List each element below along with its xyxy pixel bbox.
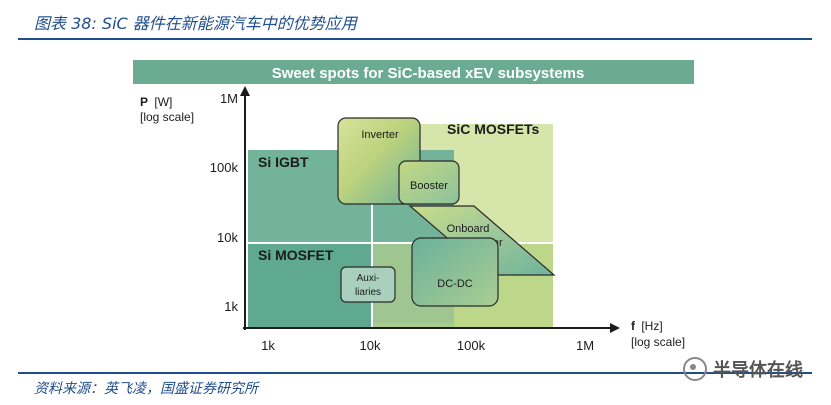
- y-axis-scale-label: [log scale]: [140, 110, 194, 124]
- y-axis-label: P [W]: [140, 95, 172, 109]
- onboard-charger-label-1: Onboard: [447, 223, 490, 235]
- banner-title: Sweet spots for SiC-based xEV subsystems: [272, 65, 585, 82]
- figure-caption: 图表 38: SiC 器件在新能源汽车中的优势应用: [34, 14, 357, 33]
- y-tick-10k: 10k: [217, 230, 238, 245]
- source-rule: [18, 372, 812, 374]
- x-axis-scale-label: [log scale]: [631, 335, 685, 349]
- si-mosfet-label: Si MOSFET: [258, 247, 334, 263]
- watermark-text: 半导体在线: [713, 360, 803, 381]
- dcdc-box: [411, 237, 499, 307]
- sic-mosfets-label: SiC MOSFETs: [447, 121, 540, 137]
- x-tick-1k: 1k: [261, 338, 275, 353]
- x-tick-10k: 10k: [360, 338, 381, 353]
- title-banner: [133, 60, 694, 84]
- x-tick-1m: 1M: [576, 338, 594, 353]
- booster-label: Booster: [410, 180, 448, 192]
- si-igbt-label: Si IGBT: [258, 154, 309, 170]
- y-tick-1k: 1k: [224, 299, 238, 314]
- dcdc-label: DC-DC: [437, 278, 472, 290]
- auxiliaries-box: [340, 266, 396, 303]
- booster-box: [398, 160, 460, 205]
- auxiliaries-label-2: liaries: [355, 287, 381, 298]
- y-axis-arrow: [240, 86, 250, 96]
- caption-rule: [18, 38, 812, 40]
- inverter-label: Inverter: [361, 129, 399, 141]
- y-tick-1m: 1M: [220, 91, 238, 106]
- wechat-icon: [683, 357, 707, 381]
- auxiliaries-label-1: Auxi-: [357, 273, 380, 284]
- watermark: 半导体在线: [683, 356, 803, 382]
- source-note: 资料来源：英飞凌，国盛证券研究所: [34, 381, 258, 397]
- y-tick-100k: 100k: [210, 160, 239, 175]
- x-axis-arrow: [610, 323, 620, 333]
- x-tick-100k: 100k: [457, 338, 486, 353]
- x-axis-label: f [Hz]: [631, 319, 663, 333]
